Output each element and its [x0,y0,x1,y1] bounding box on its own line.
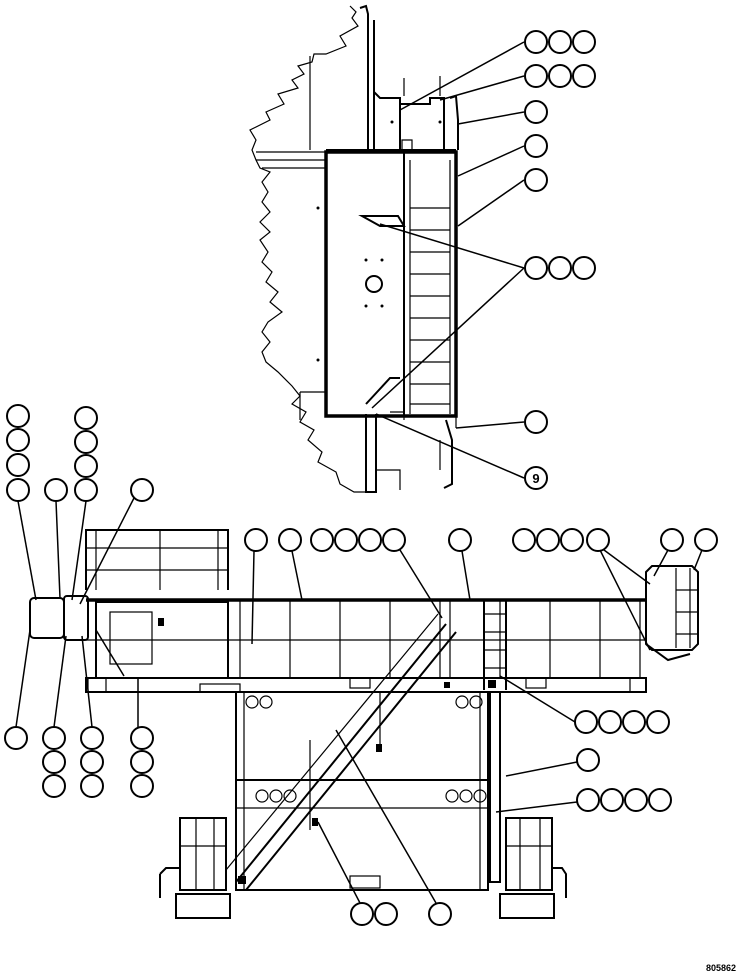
break-line [249,5,366,493]
main-deck [85,677,647,693]
callout-top-3 [457,100,548,125]
callout-group-top-1 [399,30,596,111]
callout-stack-fourth [79,478,154,798]
callout-row-right [495,675,672,813]
callout-stack-third [71,406,104,798]
callout-top-7 [455,410,548,434]
callout-group-top-2 [439,64,596,101]
callout-row-deck [244,528,718,651]
callout-group-top-6 [371,223,596,409]
left-step-platform [159,817,231,919]
callout-stack-second [42,478,68,798]
right-step-platform [499,817,567,919]
ladder [403,151,457,417]
diagonal-stair [225,613,457,891]
lower-view [4,404,718,926]
figure-code: 805862 [705,963,736,973]
upper-view: 9 [249,4,596,493]
platform-box [324,150,458,418]
callout-nine-label: 9 [532,471,539,486]
wheel-set [245,695,487,803]
callout-row-bottom [317,729,452,926]
callout-top-5 [457,168,548,227]
callout-top-4 [457,134,548,177]
callout-nine: 9 [375,413,548,490]
callout-stack-left [4,404,37,750]
